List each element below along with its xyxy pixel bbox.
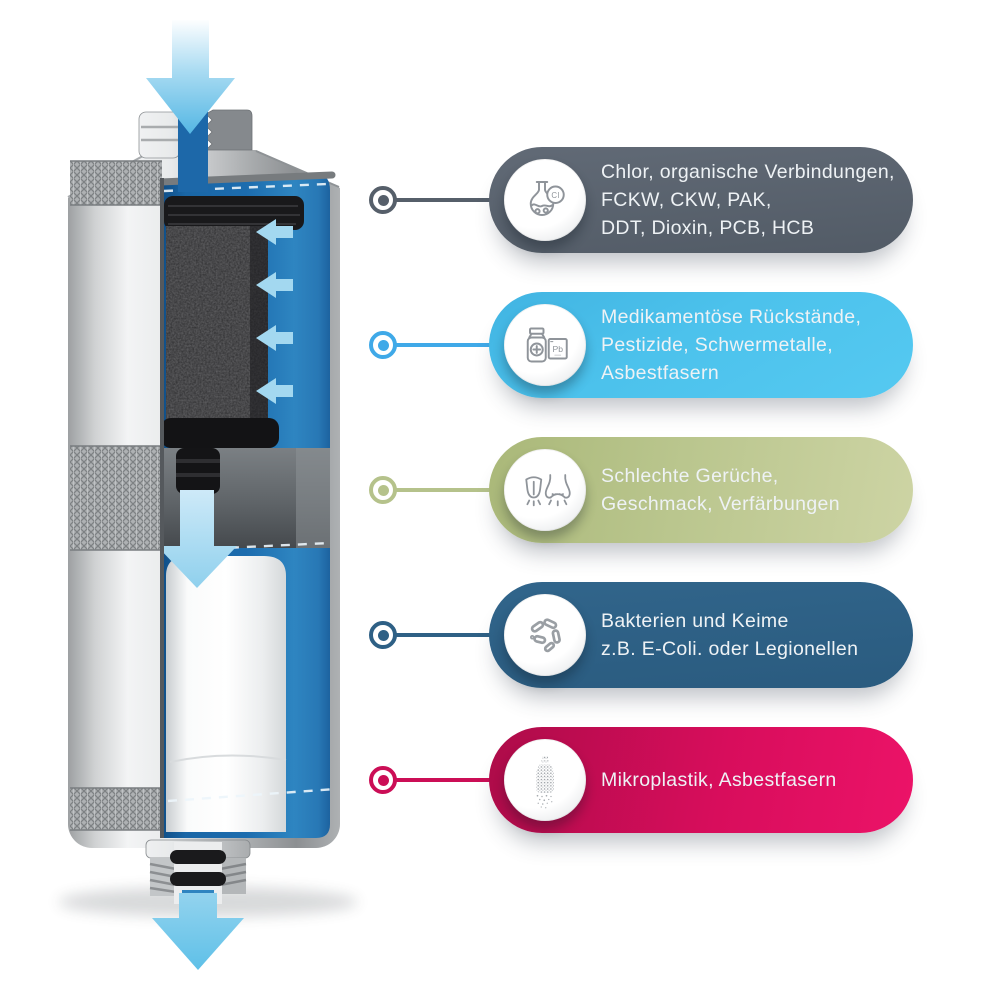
cut-line-bottom [167,787,337,803]
bullet-dot [377,629,389,641]
cut-line-middle [161,541,331,553]
legend-bullet [369,766,397,794]
lead-symbol: Pb [552,344,563,354]
inlet-arrow [146,20,235,134]
legend-pill: Mikroplastik, Asbestfasern [489,727,913,833]
carbon-to-membrane-arrow [157,490,237,588]
legend-connector-line [395,633,491,637]
legend-pill: Bakterien und Keime z.B. E-Coli. oder Le… [489,582,913,688]
legend-item-bacteria: Bakterien und Keime z.B. E-Coli. oder Le… [368,582,928,688]
legend-item-pharmaceuticals: Pb Medikamentöse Rückstände, Pestizide, … [368,292,928,398]
microplastic-bottle-icon [504,739,586,821]
knurled-grip-bands [70,160,162,831]
carbon-block-stage [161,196,304,448]
legend-item-chlorine: Cl Chlor, organische Verbindungen, FCKW,… [368,147,928,253]
legend-connector-line [395,343,491,347]
legend-connector-line [395,488,491,492]
legend-item-text: Mikroplastik, Asbestfasern [601,769,837,791]
legend-bullet [369,331,397,359]
legend-item-microplastics: Mikroplastik, Asbestfasern [368,727,928,833]
bullet-dot [377,774,389,786]
legend-pill: Cl Chlor, organische Verbindungen, FCKW,… [489,147,913,253]
legend-bullet [369,186,397,214]
legend-item-text: Medikamentöse Rückstände, Pestizide, Sch… [601,306,862,384]
bacteria-icon [504,594,586,676]
legend-item-odors: Schlechte Gerüche, Geschmack, Verfärbung… [368,437,928,543]
legend-item-text: Schlechte Gerüche, Geschmack, Verfärbung… [601,465,840,515]
legend-item-text: Chlor, organische Verbindungen, FCKW, CK… [601,161,895,239]
bullet-dot [377,484,389,496]
water-into-carbon-arrows [256,219,293,404]
legend-pill: Schlechte Gerüche, Geschmack, Verfärbung… [489,437,913,543]
legend-connector-line [395,198,491,202]
legend-connector-line [395,778,491,782]
membrane-stage [166,556,287,832]
filter-cutaway-diagram [58,20,358,970]
legend-pill: Pb Medikamentöse Rückstände, Pestizide, … [489,292,913,398]
legend-bullet [369,621,397,649]
legend-bullet [369,476,397,504]
inlet-fitting [138,109,253,159]
cut-line-top [163,182,329,193]
legend-item-text: Bakterien und Keime z.B. E-Coli. oder Le… [601,610,859,660]
connector-nipple [176,448,220,494]
medicine-bottle-lead-icon: Pb [504,304,586,386]
bullet-dot [377,339,389,351]
chlorine-symbol: Cl [551,191,559,200]
flask-chlorine-icon: Cl [504,159,586,241]
bullet-dot [377,194,389,206]
tongue-nose-icon [504,449,586,531]
outlet-arrow [152,893,244,970]
